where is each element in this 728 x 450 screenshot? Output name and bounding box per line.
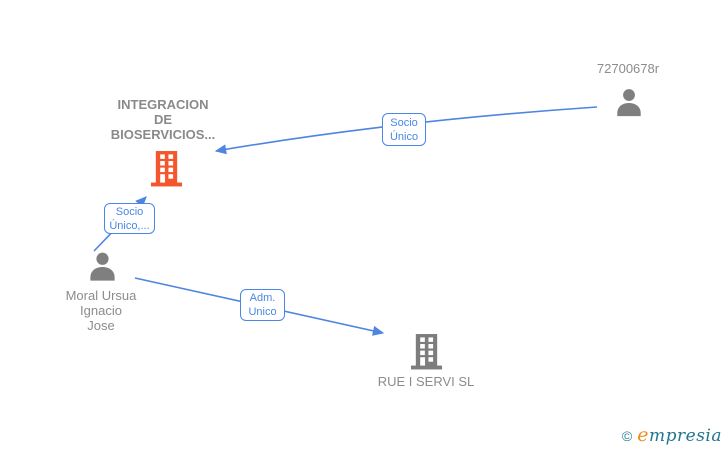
edge-label-line: Único	[389, 130, 419, 143]
node-person-moral-ursua[interactable]	[87, 251, 118, 283]
edge-label-socio-unico-1[interactable]: Socio Único	[382, 113, 426, 146]
brand-rest: mpresia	[649, 426, 722, 446]
person-name-line: Jose	[87, 318, 115, 333]
edge-label-line: Único,...	[109, 219, 150, 232]
company-name-line: BIOSERVICIOS...	[110, 127, 216, 142]
node-company-integracion[interactable]	[150, 150, 183, 187]
person-icon	[617, 89, 641, 117]
empresia-logo[interactable]: © empresia	[622, 424, 722, 446]
node-company-rue-i-servi[interactable]	[410, 333, 443, 370]
brand-name: empresia	[637, 424, 722, 446]
edge-label-line: Socio	[115, 205, 144, 218]
person-icon	[90, 252, 115, 281]
node-label-shareholder-72700678r[interactable]: 72700678r	[596, 61, 660, 76]
edge-label-line: Adm.	[249, 292, 276, 304]
edge-label-socio-unico-2[interactable]: Socio Único,...	[104, 203, 155, 234]
company-name-line: INTEGRACION	[117, 97, 209, 112]
edge-label-line: Socio	[390, 116, 418, 129]
node-shareholder-72700678r[interactable]	[614, 87, 644, 119]
building-icon	[150, 151, 183, 187]
brand-initial: e	[637, 424, 649, 446]
node-label-company-rue-i-servi[interactable]: RUE I SERVI SL	[377, 374, 475, 389]
node-label-person-moral-ursua[interactable]: Moral Ursua Ignacio Jose	[46, 288, 156, 333]
copyright-icon: ©	[621, 428, 633, 444]
building-icon	[410, 334, 443, 370]
edge-label-adm-unico[interactable]: Adm. Unico	[240, 289, 285, 321]
person-name-line: Moral Ursua	[65, 288, 137, 303]
node-label-company-integracion[interactable]: INTEGRACION DE BIOSERVICIOS...	[98, 97, 228, 142]
person-name-line: Ignacio	[80, 303, 122, 318]
edge-label-line: Unico	[248, 306, 277, 318]
company-name-line: DE	[153, 112, 173, 127]
